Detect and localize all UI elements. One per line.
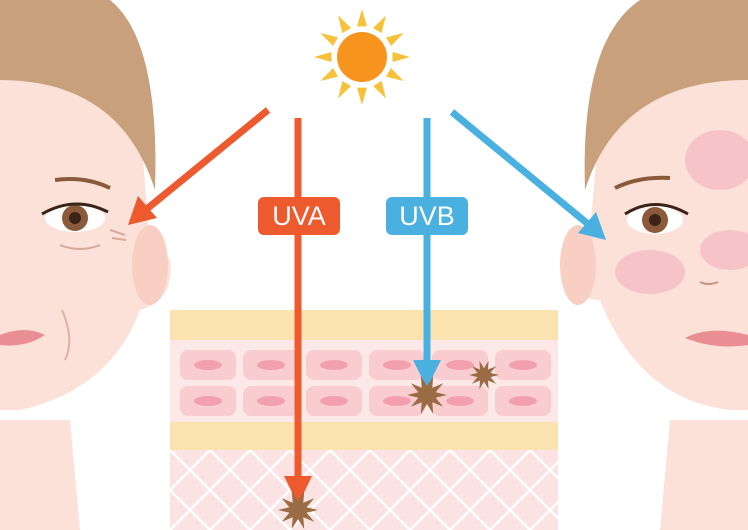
collagen-fiber xyxy=(570,450,650,530)
uva-label: UVA xyxy=(258,197,340,235)
sun-ray xyxy=(338,81,351,99)
sun-ray xyxy=(373,81,386,99)
uvb-label: UVB xyxy=(386,197,468,235)
collagen-fiber xyxy=(369,450,451,530)
sun-ray xyxy=(338,15,351,33)
sun-ray xyxy=(314,52,332,62)
damage-burst-icon xyxy=(407,376,447,414)
cell-nucleus xyxy=(509,396,537,406)
damage-burst-icon xyxy=(278,491,318,529)
damage-burst-icon xyxy=(469,360,499,390)
collagen-fiber xyxy=(329,450,411,530)
sun-ray xyxy=(392,52,410,62)
sun-ray xyxy=(357,9,367,27)
aged-face xyxy=(0,0,171,530)
cell-nucleus xyxy=(194,360,222,370)
damage-markers xyxy=(278,360,499,529)
cell-nucleus xyxy=(320,396,348,406)
sun-icon xyxy=(314,9,410,105)
sun-ray xyxy=(373,15,386,33)
sun-ray xyxy=(386,33,404,46)
cell-nucleus xyxy=(446,396,474,406)
cell-nucleus xyxy=(194,396,222,406)
sunburned-face xyxy=(560,0,748,530)
collagen-fiber xyxy=(409,450,491,530)
skin-cross-section xyxy=(170,310,650,530)
uva-arrows xyxy=(128,107,312,505)
cell-nucleus xyxy=(257,360,285,370)
cell-nucleus xyxy=(383,396,411,406)
collagen-fiber xyxy=(209,450,291,530)
collagen-fiber xyxy=(489,460,558,530)
cell-nucleus xyxy=(446,360,474,370)
collagen-fiber xyxy=(170,450,251,530)
cell-nucleus xyxy=(257,396,285,406)
cell-nucleus xyxy=(320,360,348,370)
cell-nucleus xyxy=(509,360,537,370)
collagen-fiber xyxy=(170,528,171,530)
uvb-arrows xyxy=(413,109,606,388)
cell-nucleus xyxy=(383,360,411,370)
collagen-fiber xyxy=(170,450,211,492)
collagen-fiber xyxy=(570,450,650,530)
sun-ray xyxy=(386,68,404,81)
collagen-fiber xyxy=(170,450,171,452)
collagen-fiber xyxy=(170,488,211,530)
sun-ray xyxy=(320,33,338,46)
sun-ray xyxy=(357,87,367,105)
collagen-fiber xyxy=(449,450,531,530)
collagen-fiber xyxy=(529,450,558,480)
collagen-fiber xyxy=(529,500,558,530)
sun-ray xyxy=(320,68,338,81)
collagen-fiber xyxy=(249,450,331,530)
